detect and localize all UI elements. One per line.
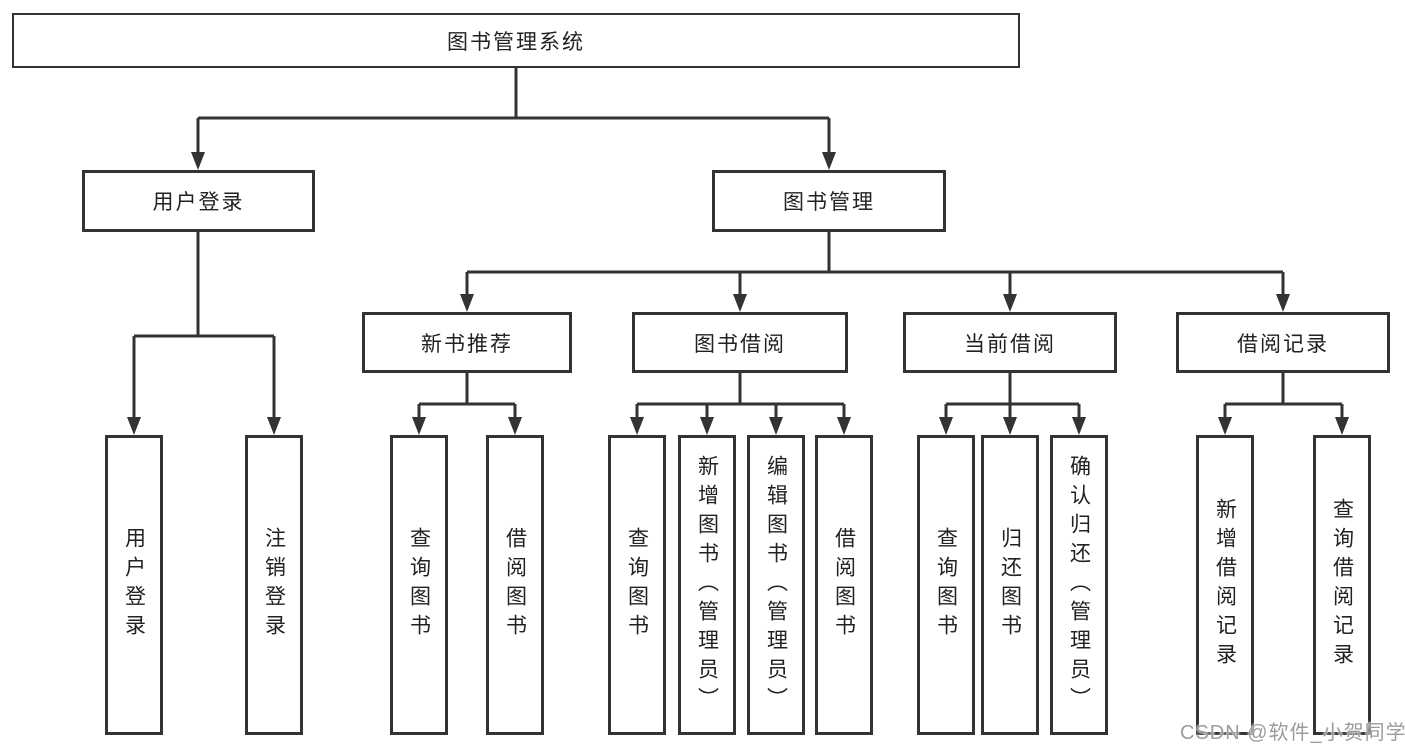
node-borrow-records: 借阅记录 (1176, 312, 1390, 373)
node-query-books-current-label: 查询图书 (934, 527, 958, 643)
connector-user-login-children (127, 232, 281, 435)
node-current-borrow-label: 当前借阅 (964, 332, 1056, 356)
node-book-management-label: 图书管理 (783, 191, 875, 214)
node-confirm-return-admin-label: 确认归还（管理员） (1067, 454, 1091, 716)
node-new-book-recommend: 新书推荐 (362, 312, 572, 373)
node-borrow-books-label: 借阅图书 (832, 527, 856, 643)
connector-book-management-children (460, 232, 1290, 312)
node-query-books-recommend-label: 查询图书 (407, 527, 431, 643)
node-new-book-recommend-label: 新书推荐 (421, 332, 513, 356)
node-query-borrow-record-label: 查询借阅记录 (1330, 498, 1354, 672)
node-query-books-current: 查询图书 (917, 435, 975, 735)
node-logout-label: 注销登录 (262, 527, 286, 643)
node-borrow-books-recommend-label: 借阅图书 (503, 527, 527, 643)
connector-current-borrow-children (939, 373, 1086, 435)
connector-new-book-children (412, 373, 522, 435)
node-borrow-books: 借阅图书 (815, 435, 873, 735)
node-add-borrow-record: 新增借阅记录 (1196, 435, 1254, 735)
node-add-book-admin: 新增图书（管理员） (678, 435, 736, 735)
node-edit-book-admin: 编辑图书（管理员） (747, 435, 805, 735)
node-confirm-return-admin: 确认归还（管理员） (1050, 435, 1108, 735)
node-login-label: 用户登录 (122, 527, 146, 643)
node-book-borrow: 图书借阅 (632, 312, 848, 373)
node-return-books-label: 归还图书 (998, 527, 1022, 643)
node-book-borrow-label: 图书借阅 (694, 332, 786, 356)
node-current-borrow: 当前借阅 (903, 312, 1117, 373)
node-borrow-records-label: 借阅记录 (1237, 332, 1329, 356)
node-add-borrow-record-label: 新增借阅记录 (1213, 498, 1237, 672)
node-login: 用户登录 (105, 435, 163, 735)
connector-borrow-records-children (1218, 373, 1349, 435)
node-borrow-books-recommend: 借阅图书 (486, 435, 544, 735)
node-user-login-label: 用户登录 (152, 191, 245, 214)
node-add-book-admin-label: 新增图书（管理员） (695, 454, 719, 716)
node-query-books-recommend: 查询图书 (390, 435, 448, 735)
node-query-borrow-record: 查询借阅记录 (1313, 435, 1371, 735)
node-logout: 注销登录 (245, 435, 303, 735)
node-edit-book-admin-label: 编辑图书（管理员） (764, 454, 788, 716)
node-user-login: 用户登录 (82, 170, 315, 232)
node-book-management: 图书管理 (712, 170, 946, 232)
node-return-books: 归还图书 (981, 435, 1039, 735)
node-query-books-borrow: 查询图书 (608, 435, 666, 735)
connector-root-children (191, 68, 836, 170)
node-query-books-borrow-label: 查询图书 (625, 527, 649, 643)
node-root: 图书管理系统 (12, 13, 1020, 68)
watermark: CSDN @软件_小贺同学 (1180, 722, 1405, 744)
connector-book-borrow-children (630, 373, 851, 435)
node-root-label: 图书管理系统 (447, 30, 585, 54)
